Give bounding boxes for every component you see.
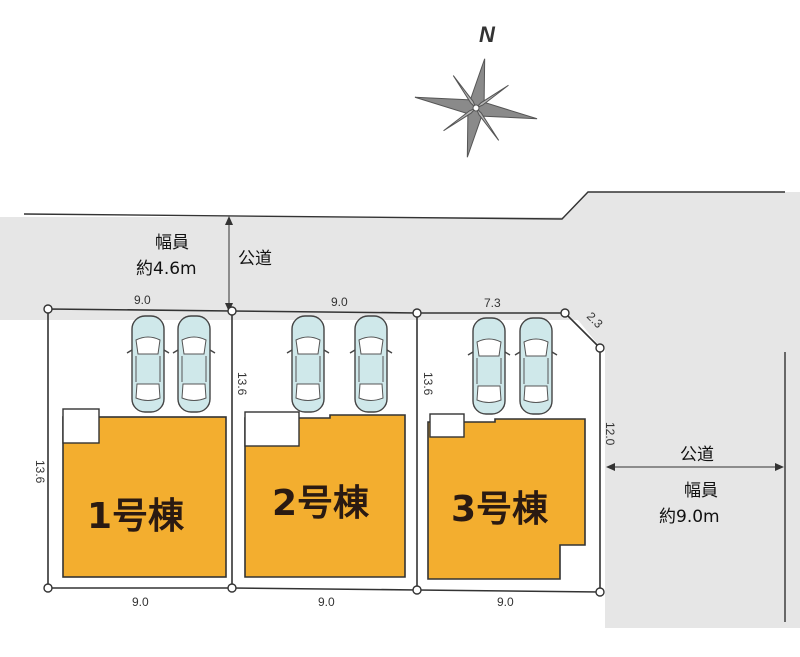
lot-2-side-dimension: 13.6 bbox=[235, 372, 249, 396]
north-road-width-value: 約4.6m bbox=[136, 259, 197, 279]
north-road bbox=[0, 192, 800, 320]
lot-1-top-dimension: 9.0 bbox=[134, 293, 151, 307]
lot-boundaries bbox=[47, 308, 601, 593]
compass-rose-icon bbox=[414, 58, 538, 158]
house-2-label: 2号棟 bbox=[272, 483, 370, 524]
lot-1-bottom-dimension: 9.0 bbox=[132, 595, 149, 609]
east-road bbox=[605, 345, 800, 628]
north-road-name: 公道 bbox=[238, 249, 272, 269]
parking-cars bbox=[126, 315, 558, 415]
north-road-edge bbox=[23, 191, 785, 220]
house-3: 3号棟 bbox=[427, 413, 586, 580]
house-2: 2号棟 bbox=[244, 411, 406, 578]
east-road-width-value: 約9.0m bbox=[659, 507, 720, 527]
house-3-label: 3号棟 bbox=[451, 489, 549, 530]
north-road-width-label: 幅員 bbox=[155, 233, 189, 253]
lot-1-side-dimension: 13.6 bbox=[33, 460, 47, 484]
lot-3-east-dimension: 12.0 bbox=[603, 422, 617, 446]
lot-3-top-dimension: 7.3 bbox=[484, 296, 501, 310]
house-1-label: 1号棟 bbox=[87, 496, 185, 537]
east-road-width-label: 幅員 bbox=[684, 481, 718, 501]
lot-2-top-dimension: 9.0 bbox=[331, 295, 348, 309]
lot-3-bottom-dimension: 9.0 bbox=[497, 595, 514, 609]
compass-north-label: N bbox=[479, 22, 496, 47]
house-1: 1号棟 bbox=[62, 408, 227, 578]
lot-3-side-dimension: 13.6 bbox=[421, 372, 435, 396]
lot-2-bottom-dimension: 9.0 bbox=[318, 595, 335, 609]
lot-corner-markers bbox=[43, 304, 605, 597]
east-road-name: 公道 bbox=[680, 445, 714, 465]
